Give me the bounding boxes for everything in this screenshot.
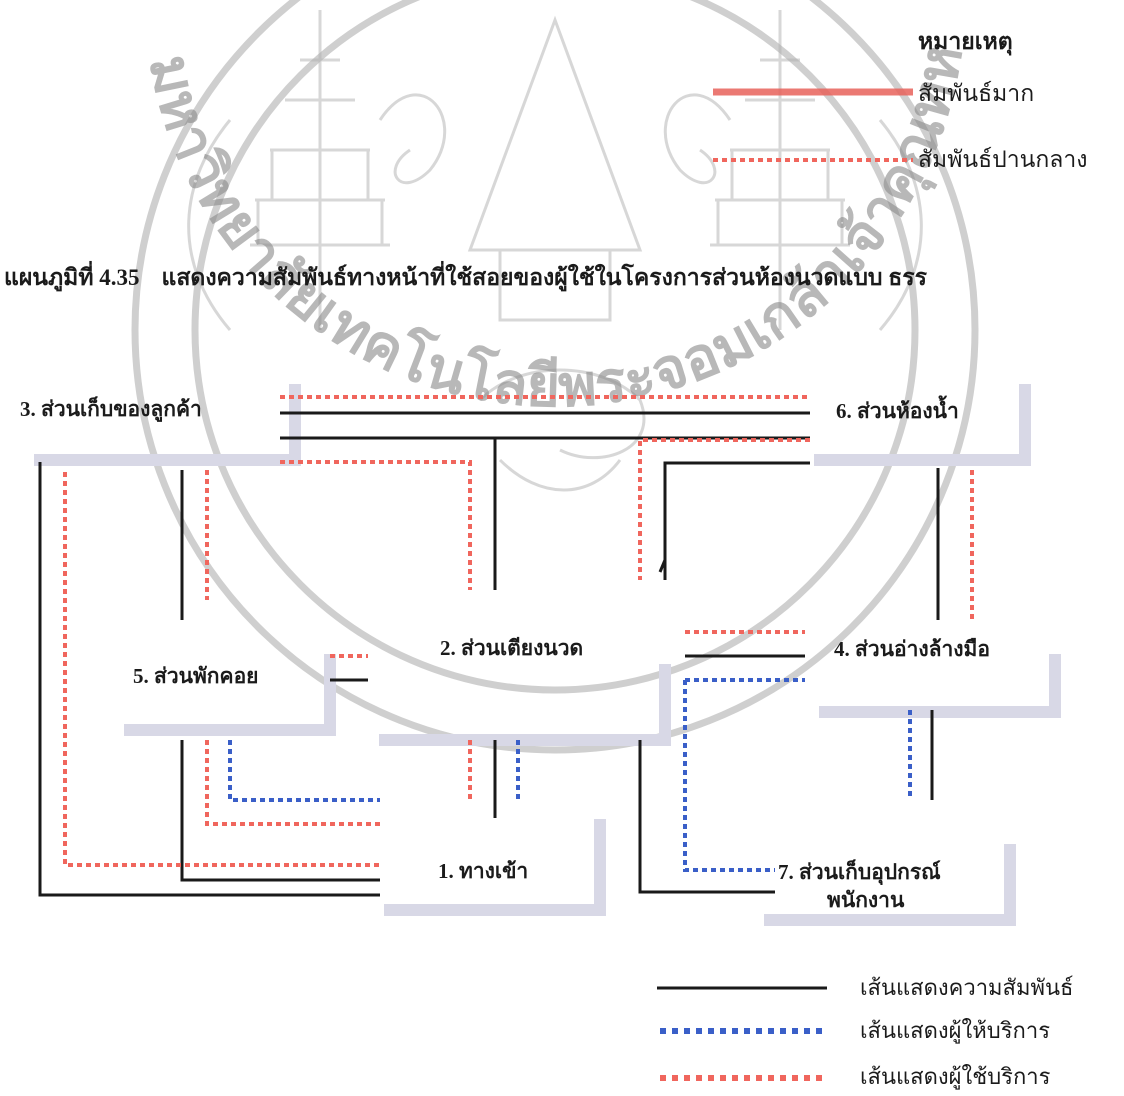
figure-caption: แผนภูมิที่ 4.35 แสดงความสัมพันธ์ทางหน้าที…	[4, 260, 927, 296]
relation-entrance-staff	[638, 740, 775, 894]
relation-rest-entrance-lower	[180, 740, 380, 882]
node-massage-bed: 2. ส่วนเตียงนวด	[440, 636, 584, 660]
node-bathroom: 6. ส่วนห้องน้ำ	[836, 399, 959, 423]
hand-wash-shadow	[819, 654, 1061, 718]
provider-rest-entrance	[228, 740, 380, 802]
figure-title: แสดงความสัมพันธ์ทางหน้าที่ใช้สอยของผู้ใช…	[161, 265, 928, 290]
massage-bed-shadow	[379, 664, 671, 746]
legend-user-label: เส้นแสดงผู้ใช้บริการ	[860, 1064, 1051, 1089]
entrance-shadow	[384, 819, 606, 916]
provider-massage-staff	[683, 680, 775, 872]
relation-massage-left-stub	[658, 559, 667, 573]
relation-storage-entrance-outer	[38, 462, 380, 897]
node-staff-storage-line2: พนักงาน	[827, 888, 905, 912]
bathroom-shadow	[814, 384, 1031, 466]
user-rest-entrance-lower	[205, 740, 380, 826]
legend-medium-relation-label: สัมพันธ์ปานกลาง	[918, 147, 1088, 172]
rest-area-shadow	[124, 654, 336, 736]
user-bathroom-massage	[638, 438, 810, 580]
relation-bathroom-massage	[663, 461, 810, 580]
legend-provider-label: เส้นแสดงผู้ให้บริการ	[860, 1018, 1051, 1043]
legend-title: หมายเหตุ	[918, 29, 1013, 54]
user-storage-entrance-outer	[63, 472, 380, 867]
node-storage-customer: 3. ส่วนเก็บของลูกค้า	[20, 397, 202, 421]
relation-storage-massage	[285, 436, 497, 590]
legend-high-relation-label: สัมพันธ์มาก	[918, 81, 1035, 106]
node-hand-wash: 4. ส่วนอ่างล้างมือ	[834, 637, 990, 661]
staff-storage-shadow	[764, 844, 1016, 926]
legend-relation-label: เส้นแสดงความสัมพันธ์	[860, 975, 1074, 1000]
node-entrance: 1. ทางเข้า	[438, 859, 529, 883]
user-storage-massage-lower	[280, 460, 472, 590]
figure-number: แผนภูมิที่ 4.35	[4, 265, 140, 290]
node-rest-area: 5. ส่วนพักคอย	[133, 664, 259, 688]
node-staff-storage-line1: 7. ส่วนเก็บอุปกรณ์	[778, 860, 941, 884]
